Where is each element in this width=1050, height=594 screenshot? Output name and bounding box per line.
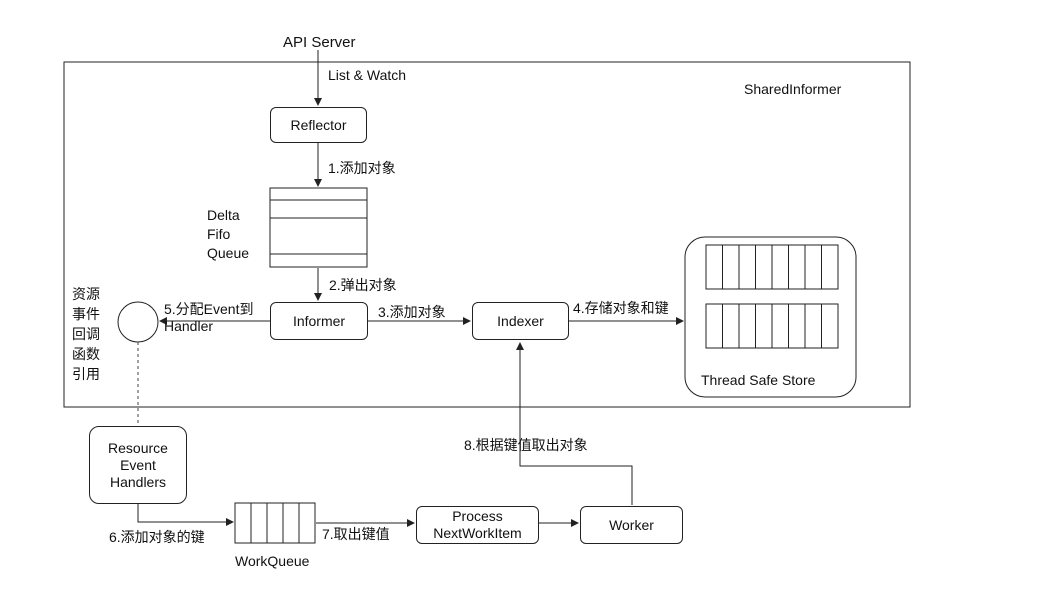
shared-informer-frame [63, 61, 911, 408]
workqueue-shape [234, 502, 316, 544]
shared-informer-label: SharedInformer [744, 81, 842, 97]
process-next-box: Process NextWorkItem [416, 506, 539, 544]
informer-box: Informer [270, 302, 368, 340]
list-watch-label: List & Watch [328, 67, 407, 83]
step8-label: 8.根据键值取出对象 [464, 437, 588, 453]
arrow-handlers-to-workqueue [137, 504, 234, 526]
thread-safe-store-label: Thread Safe Store [701, 372, 816, 388]
step4-label: 4.存储对象和键 [573, 300, 669, 316]
arrow-worker-to-indexer [516, 342, 633, 505]
reflector-box: Reflector [270, 107, 367, 143]
resource-event-handlers-box: Resource Event Handlers [89, 426, 187, 504]
indexer-box: Indexer [472, 302, 569, 340]
callback-ref-label: 资源 事件 回调 函数 引用 [72, 286, 100, 382]
step5-label: 5.分配Event到 Handler [164, 301, 254, 334]
callback-ref-circle [117, 301, 159, 343]
step3-label: 3.添加对象 [378, 304, 446, 320]
step1-label: 1.添加对象 [328, 160, 396, 176]
worker-box: Worker [580, 506, 683, 544]
step7-label: 7.取出键值 [322, 526, 390, 542]
delta-fifo-label: Delta Fifo Queue [207, 207, 250, 261]
store-row-top [705, 244, 839, 290]
step2-label: 2.弹出对象 [329, 277, 397, 293]
workqueue-label: WorkQueue [235, 553, 310, 569]
delta-fifo-queue [269, 187, 368, 268]
store-row-bottom [705, 303, 839, 349]
api-server-label: API Server [283, 34, 356, 51]
step6-label: 6.添加对象的键 [109, 529, 205, 545]
